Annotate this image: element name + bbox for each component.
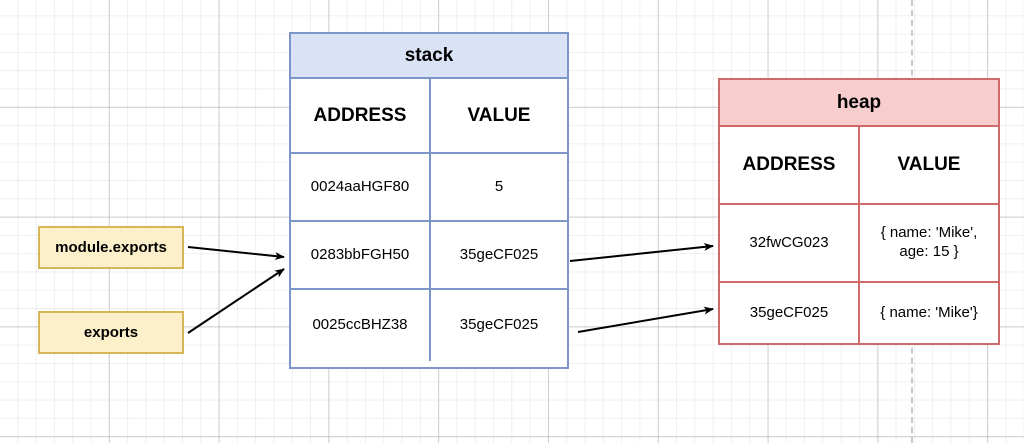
table-row: 0024aaHGF80 5 [291, 154, 567, 222]
table-row: 0025ccBHZ38 35geCF025 [291, 290, 567, 361]
note-exports-label: exports [83, 324, 139, 341]
note-module-exports-label: module.exports [55, 239, 167, 256]
stack-header-value: VALUE [467, 104, 531, 126]
heap-table: heap ADDRESS VALUE 32fwCG023 { name: 'Mi… [718, 78, 1000, 345]
heap-cell-address: 32fwCG023 [720, 205, 860, 281]
stack-header-address: ADDRESS [291, 79, 431, 152]
stack-cell-value: 35geCF025 [459, 245, 539, 263]
heap-cell-value: { name: 'Mike'} [880, 303, 978, 321]
arrow-stack-row2-to-heap-row1 [569, 242, 714, 262]
stack-title: stack [291, 34, 567, 79]
heap-cell-value: { name: 'Mike', age: 15 } [880, 224, 978, 260]
table-row: 35geCF025 { name: 'Mike'} [720, 283, 998, 343]
heap-header-row: ADDRESS VALUE [720, 127, 998, 205]
stack-cell-address: 0025ccBHZ38 [291, 290, 431, 361]
arrow-exports-to-stack [187, 268, 285, 334]
stack-cell-value: 35geCF025 [459, 316, 539, 334]
note-exports: exports [38, 311, 184, 354]
table-row: 0283bbFGH50 35geCF025 [291, 222, 567, 290]
arrow-module-exports-to-stack [187, 246, 285, 261]
stack-cell-address: 0024aaHGF80 [291, 154, 431, 220]
heap-cell-address: 35geCF025 [720, 283, 860, 343]
stack-table: stack ADDRESS VALUE 0024aaHGF80 5 0283bb… [289, 32, 569, 369]
heap-header-value: VALUE [897, 154, 961, 176]
stack-header-row: ADDRESS VALUE [291, 79, 567, 154]
arrow-stack-row3-to-heap-row2 [577, 306, 714, 333]
note-module-exports: module.exports [38, 226, 184, 269]
heap-title: heap [720, 80, 998, 127]
stack-cell-value: 5 [494, 177, 504, 195]
table-row: 32fwCG023 { name: 'Mike', age: 15 } [720, 205, 998, 283]
heap-header-address: ADDRESS [720, 127, 860, 203]
stack-cell-address: 0283bbFGH50 [291, 222, 431, 288]
